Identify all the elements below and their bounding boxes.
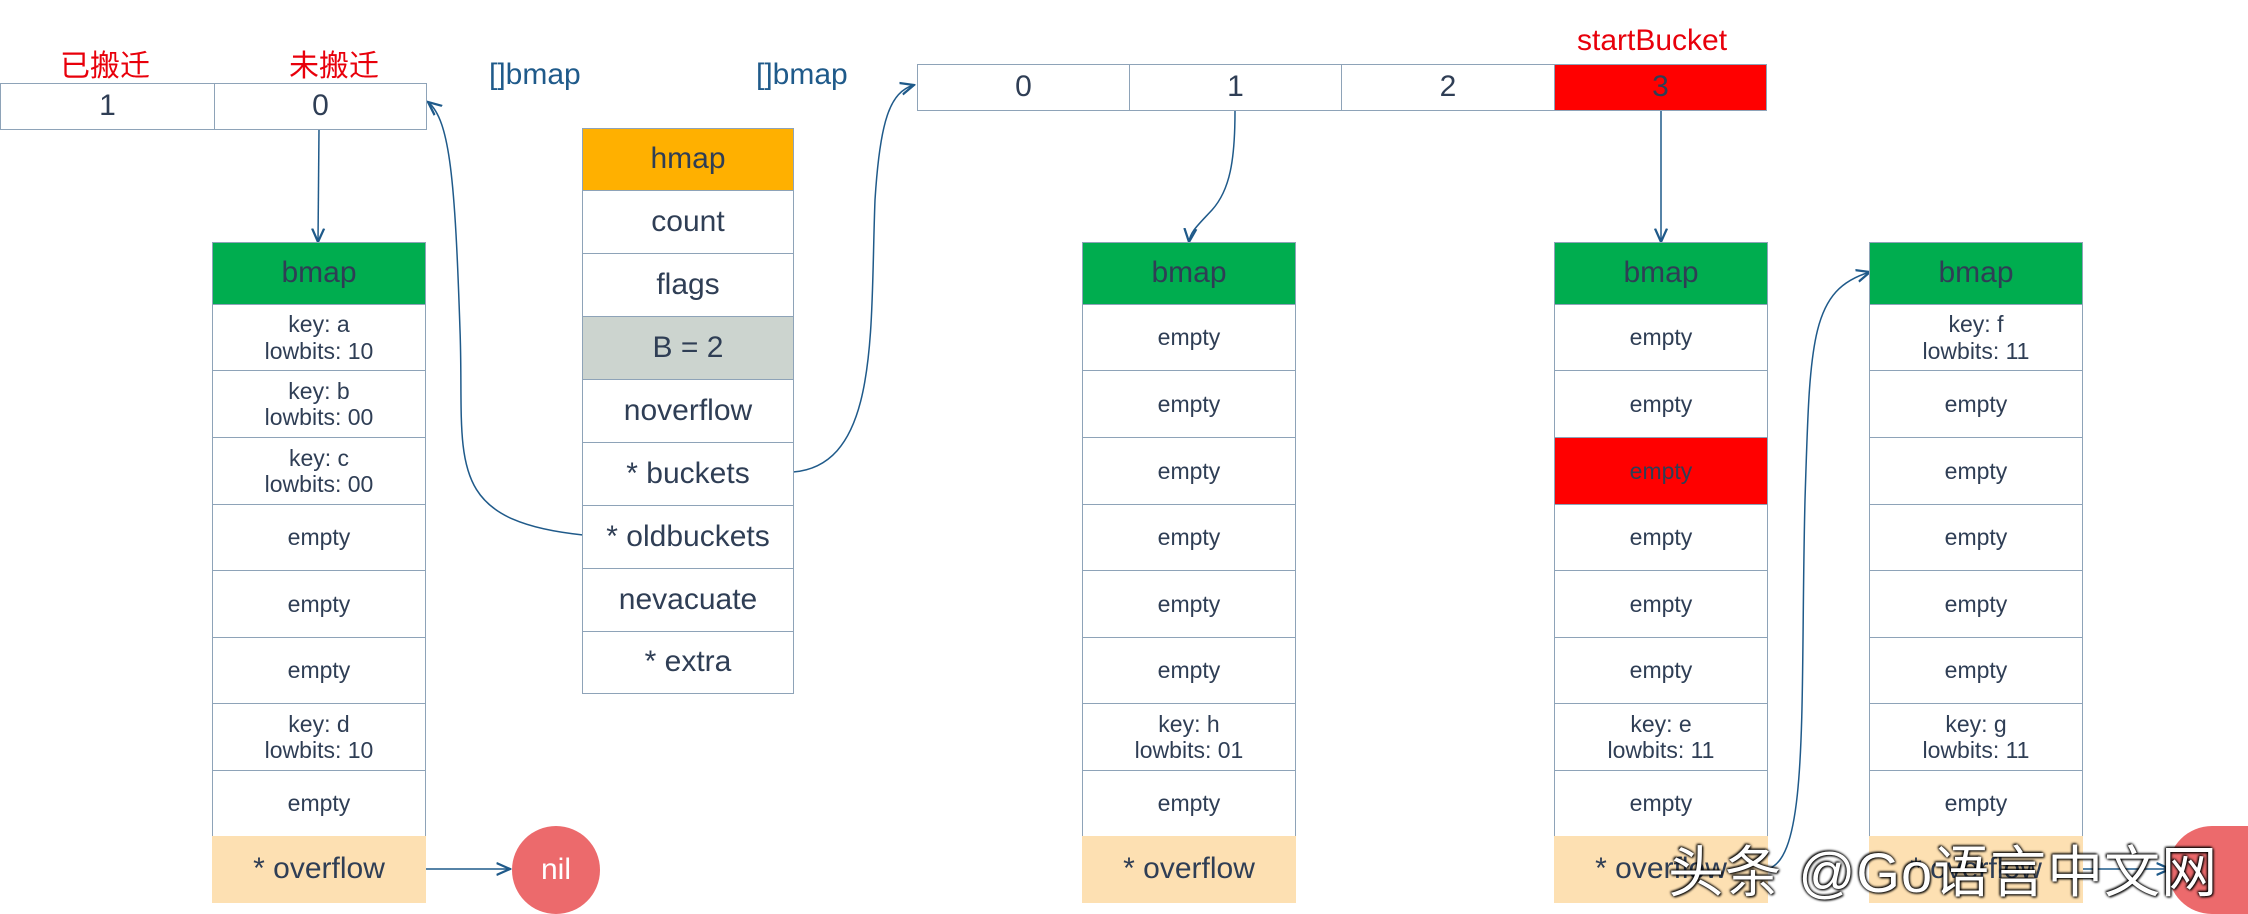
bucket-slot: empty xyxy=(1082,304,1296,371)
bucket-slot: empty xyxy=(1869,637,2083,704)
bucket-slot: empty xyxy=(1554,504,1768,571)
hmap-field-count: count xyxy=(582,190,794,254)
arrow-new3-overflow-to-next-bucket xyxy=(1766,272,1870,870)
nil-circle-2 xyxy=(2168,826,2248,914)
hmap-field-buckets: * buckets xyxy=(582,442,794,506)
new-array-cell-3: 3 xyxy=(1554,64,1767,111)
arrow-old0-to-bucket xyxy=(318,128,319,242)
bucket-slot: empty xyxy=(1554,637,1768,704)
new-array-type-label: []bmap xyxy=(756,58,848,91)
old-array-cell-1: 1 xyxy=(0,83,215,130)
hmap-field-nevacuate: nevacuate xyxy=(582,568,794,632)
hmap-field-oldbuckets: * oldbuckets xyxy=(582,505,794,569)
old-bucket-0-overflow: * overflow xyxy=(212,836,426,903)
bucket-slot: empty xyxy=(212,770,426,837)
hmap-field-noverflow: noverflow xyxy=(582,379,794,443)
bucket-slot: empty xyxy=(1082,570,1296,638)
arrow-oldbuckets-to-old-array xyxy=(428,102,584,536)
bucket-slot: empty xyxy=(1082,637,1296,704)
watermark: 头条 @Go语言中文网 xyxy=(1668,841,2219,904)
hmap-header: hmap xyxy=(582,128,794,191)
bucket-slot: empty xyxy=(1869,570,2083,638)
bucket-slot: empty xyxy=(212,637,426,704)
bucket-slot: empty xyxy=(1554,304,1768,371)
new-array-cell-1: 1 xyxy=(1129,64,1342,111)
bucket-slot: empty xyxy=(1869,770,2083,837)
bucket-slot-highlighted: empty xyxy=(1554,437,1768,505)
old-bucket-0-header: bmap xyxy=(212,242,426,305)
bucket-slot: empty xyxy=(1869,437,2083,505)
new-array-cell-2: 2 xyxy=(1341,64,1555,111)
bucket-slot: empty xyxy=(1082,437,1296,505)
old-array-cell-0: 0 xyxy=(214,83,427,130)
hmap-field-extra: * extra xyxy=(582,631,794,694)
bucket-slot: empty xyxy=(1554,770,1768,837)
bucket-slot: empty xyxy=(1554,370,1768,438)
hmap-field-b: B = 2 xyxy=(582,316,794,380)
start-bucket-label: startBucket xyxy=(1577,24,1728,57)
hmap-field-flags: flags xyxy=(582,253,794,317)
bucket-slot: empty xyxy=(1082,504,1296,571)
bucket-slot: empty xyxy=(212,504,426,571)
bucket-slot: empty xyxy=(1554,570,1768,638)
new-bucket-1-overflow: * overflow xyxy=(1082,836,1296,903)
evacuated-label: 已搬迁 xyxy=(60,50,150,83)
new-bucket-1-header: bmap xyxy=(1082,242,1296,305)
nil-circle: nil xyxy=(512,826,600,914)
new-array-cell-0: 0 xyxy=(917,64,1130,111)
bucket-slot: empty xyxy=(1869,504,2083,571)
bucket-slot: empty xyxy=(212,570,426,638)
not-evacuated-label: 未搬迁 xyxy=(289,50,379,83)
arrow-new1-to-bucket xyxy=(1189,110,1236,242)
overflow-bucket-overflow: * overflow xyxy=(1869,836,2083,903)
bucket-slot: empty xyxy=(1082,370,1296,438)
bucket-slot: empty xyxy=(1082,770,1296,837)
new-bucket-3-header: bmap xyxy=(1554,242,1768,305)
arrow-buckets-to-new-array xyxy=(792,85,914,473)
new-bucket-3-overflow: * overflow xyxy=(1554,836,1768,903)
old-array-type-label: []bmap xyxy=(489,58,581,91)
overflow-bucket-header: bmap xyxy=(1869,242,2083,305)
bucket-slot: empty xyxy=(1869,370,2083,438)
